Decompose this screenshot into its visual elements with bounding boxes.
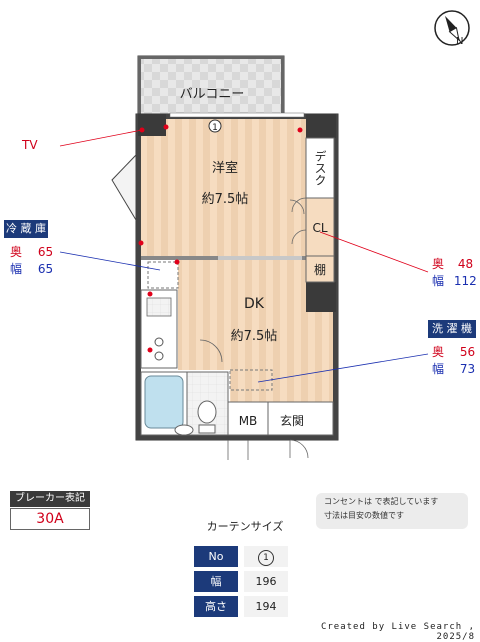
closet-width-value: 112 — [453, 274, 477, 288]
window-marker-circle — [208, 119, 222, 133]
fridge-title: 冷 蔵 庫 — [4, 220, 48, 238]
outlet-marker — [174, 259, 180, 265]
closet-depth: 奥 48 — [432, 256, 473, 272]
fridge-space — [147, 261, 179, 289]
washer-title: 洗 濯 機 — [428, 320, 476, 338]
closet-width: 幅 112 — [432, 273, 477, 289]
washer-depth-value: 56 — [459, 345, 476, 359]
curtain-row-value: 1 — [244, 546, 288, 567]
shelf-label: 棚 — [314, 262, 326, 277]
washer-depth: 奥 56 — [432, 344, 475, 360]
floor-plan: 1 バルコニー 洋室 約7.5帖 DK 約7.5帖 デスク CL 棚 MB — [59, 55, 429, 460]
curtain-no-circle: 1 — [258, 550, 274, 566]
toilet — [197, 400, 217, 424]
fridge-depth: 奥 65 — [10, 244, 53, 260]
bathtub — [144, 375, 184, 429]
compass-north-label: N — [456, 36, 463, 47]
outlet-marker — [138, 240, 144, 246]
washer-depth-label: 奥 — [432, 345, 445, 359]
note-line-1: コンセントは で表記しています — [324, 497, 439, 506]
fridge-depth-value: 65 — [37, 245, 54, 259]
closet-width-label: 幅 — [432, 274, 445, 288]
entrance-area — [267, 401, 334, 436]
outlet-marker — [147, 291, 153, 297]
washer-width-label: 幅 — [432, 362, 445, 376]
note-line-2: 寸法は目安の数値です — [324, 511, 404, 520]
curtain-row-label: 高さ — [194, 596, 238, 617]
shelf-area — [305, 255, 335, 283]
curtain-row-label: 幅 — [194, 571, 238, 592]
western-room-label: 洋室 — [212, 160, 238, 176]
western-room-size: 約7.5帖 — [202, 192, 249, 207]
closet-depth-value: 48 — [457, 257, 474, 271]
sink — [174, 424, 194, 436]
entrance-label: 玄関 — [280, 413, 304, 428]
fridge-width-value: 65 — [37, 262, 54, 276]
outlet-marker — [163, 124, 169, 130]
closet-label: CL — [312, 221, 327, 235]
curtain-row-label: No — [194, 546, 238, 567]
breaker-label: ブレーカー表記 — [10, 491, 90, 507]
desk-label: デスク — [313, 150, 327, 186]
fridge-width: 幅 65 — [10, 261, 53, 277]
compass-icon: N — [434, 10, 470, 47]
balcony-label: バルコニー — [180, 87, 245, 102]
note-box: コンセントは で表記しています 寸法は目安の数値です — [316, 493, 468, 529]
breaker-value: 30A — [10, 508, 90, 530]
balcony-floor — [137, 55, 285, 117]
curtain-row-value: 194 — [244, 596, 288, 617]
mb-area — [227, 401, 269, 436]
fridge-depth-label: 奥 — [10, 245, 23, 259]
desk-area — [305, 137, 335, 199]
window-marker-number: 1 — [212, 123, 218, 133]
washer-width-value: 73 — [459, 362, 476, 376]
dk-size: 約7.5帖 — [231, 329, 278, 344]
dk-label: DK — [244, 296, 265, 312]
western-room-floor — [141, 118, 306, 258]
mb-label: MB — [239, 414, 258, 428]
outlet-marker — [297, 127, 303, 133]
footer-credit: Created by Live Search , 2025/8 — [320, 622, 475, 642]
closet-depth-label: 奥 — [432, 257, 445, 271]
tv-label: TV — [22, 138, 38, 152]
closet-area — [305, 197, 335, 257]
curtain-title: カーテンサイズ — [206, 520, 284, 533]
curtain-row-value: 196 — [244, 571, 288, 592]
outlet-marker — [147, 347, 153, 353]
fridge-width-label: 幅 — [10, 262, 23, 276]
washer-width: 幅 73 — [432, 361, 475, 377]
